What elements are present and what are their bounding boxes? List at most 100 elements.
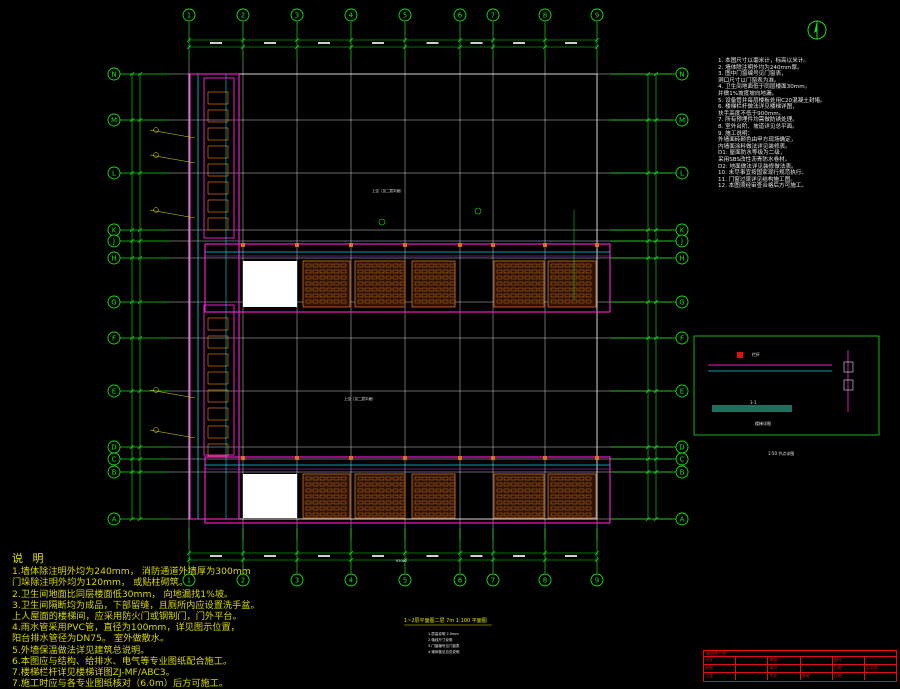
desk-icon — [442, 263, 449, 268]
desk-icon — [364, 494, 371, 499]
axis-bubble — [182, 8, 196, 22]
desk-icon — [378, 263, 385, 268]
desk-icon — [340, 476, 347, 481]
desk-icon — [385, 263, 392, 268]
desk-icon — [392, 275, 399, 280]
desk-icon — [571, 281, 578, 286]
leader-line — [149, 129, 196, 139]
desk-icon — [392, 263, 399, 268]
dimension-text-mark — [470, 555, 483, 557]
desk-icon — [421, 263, 428, 268]
desk-icon — [421, 482, 428, 487]
desk-icon — [538, 275, 545, 280]
detail-section-block — [843, 379, 854, 391]
desk-icon — [449, 287, 456, 292]
axis-bubble — [675, 113, 689, 127]
desk-icon — [392, 494, 399, 499]
desk-icon — [340, 281, 347, 286]
axis-label: 3 — [295, 577, 299, 585]
desk-icon — [564, 287, 571, 292]
desk-icon — [312, 476, 319, 481]
desk-icon — [578, 299, 585, 304]
note-line: 1. 本图尺寸以毫米计，标高以米计。 — [718, 58, 810, 64]
dimension-tick — [137, 238, 143, 244]
desk-icon — [319, 287, 326, 292]
desk-icon — [326, 293, 333, 298]
desk-icon — [399, 281, 406, 286]
axis-label: A — [680, 516, 685, 524]
dimension-tick — [653, 469, 659, 475]
callout-icon — [474, 207, 482, 215]
desk-icon — [340, 512, 347, 517]
axis-grid — [120, 22, 676, 573]
note-item: 5.外墙保温做法详见建筑总说明。 — [12, 644, 150, 656]
desk-icon — [550, 263, 557, 268]
desk-icon — [524, 482, 531, 487]
desk-icon — [517, 263, 524, 268]
desk-icon — [435, 476, 442, 481]
desk-icon — [442, 476, 449, 481]
axis-bubble — [107, 251, 121, 265]
wc-fixture — [207, 425, 229, 439]
detail-text: 栏杆 — [752, 351, 760, 357]
desk-icon — [364, 506, 371, 511]
desk-icon — [333, 269, 340, 274]
desk-icon — [564, 482, 571, 487]
dimension-tick — [402, 550, 408, 556]
desk-icon — [557, 512, 564, 517]
desk-icon — [333, 293, 340, 298]
desk-icon — [564, 293, 571, 298]
desk-icon — [538, 494, 545, 499]
desk-icon — [435, 275, 442, 280]
desk-icon — [357, 293, 364, 298]
desk-icon — [385, 293, 392, 298]
dimension-tick — [645, 456, 651, 462]
desk-icon — [385, 275, 392, 280]
desk-icon — [421, 494, 428, 499]
dimension-tick — [490, 550, 496, 556]
desk-icon — [524, 476, 531, 481]
desk-icon — [305, 287, 312, 292]
desk-icon — [333, 506, 340, 511]
desk-icon — [421, 476, 428, 481]
plan-subnote-4: 4.墙体做法见总说明 — [428, 649, 460, 654]
desk-icon — [399, 482, 406, 487]
desk-icon — [371, 269, 378, 274]
desk-icon — [312, 269, 319, 274]
axis-label: 2 — [241, 577, 245, 585]
note-item: 阳台排水管径为DN75。 室外做散水。 — [12, 633, 170, 645]
desk-icon — [371, 275, 378, 280]
axis-bubble — [107, 166, 121, 180]
column — [349, 243, 353, 247]
title-block-header: 建筑施工图 — [706, 651, 726, 656]
desk-icon — [550, 506, 557, 511]
dimension-tick — [645, 117, 651, 123]
desk-icon — [385, 500, 392, 505]
axis-label: 9 — [595, 577, 599, 585]
desk-icon — [557, 281, 564, 286]
inner-label-lower: 上空（见二层平面） — [344, 396, 376, 401]
desk-icon — [378, 281, 385, 286]
callout-icon — [153, 387, 159, 393]
desk-icon — [503, 494, 510, 499]
desk-icon — [524, 275, 531, 280]
desk-icon — [503, 263, 510, 268]
column — [295, 456, 299, 460]
dimension-tick — [653, 516, 659, 522]
column — [595, 243, 599, 247]
wc-fixture — [207, 127, 229, 141]
desk-icon — [571, 488, 578, 493]
desk-icon — [333, 512, 340, 517]
desk-icon — [333, 281, 340, 286]
dimension-text-mark — [426, 555, 439, 557]
desk-icon — [357, 476, 364, 481]
desk-icon — [578, 263, 585, 268]
dimension-tick — [137, 170, 143, 176]
desk-icon — [517, 269, 524, 274]
dimension-text-mark — [513, 555, 525, 557]
dimension-tick — [402, 37, 408, 43]
desk-icon — [414, 500, 421, 505]
note-line: 6. 楼梯栏杆做法详见楼梯详图， — [718, 104, 798, 111]
wc-fixture — [207, 109, 229, 123]
